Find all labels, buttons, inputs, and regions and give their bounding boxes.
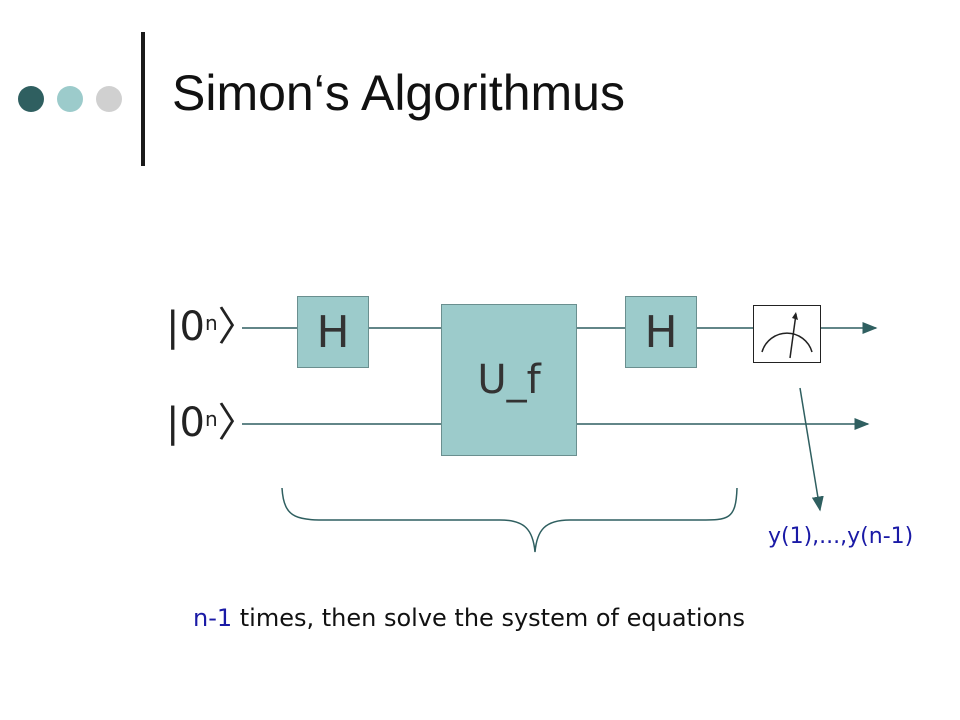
instruction-text: times, then solve the system of equation… — [232, 604, 745, 632]
decor-dot-gray — [96, 86, 122, 112]
repeat-count: n-1 — [193, 604, 233, 632]
hadamard-gate-2-label: H — [644, 306, 678, 358]
hadamard-gate-1-label: H — [316, 306, 350, 358]
slide-title: Simon‘s Algorithmus — [172, 65, 625, 121]
decor-dot-teal — [57, 86, 83, 112]
measurement-result-label: y(1),...,y(n-1) — [768, 524, 914, 549]
hadamard-gate-2: H — [625, 296, 697, 368]
oracle-gate-uf: U_f — [441, 304, 577, 456]
title-divider — [141, 32, 145, 166]
hadamard-gate-1: H — [297, 296, 369, 368]
input-ket-top: |0n〉 — [166, 304, 258, 350]
footer-instruction: n-1 times, then solve the system of equa… — [193, 604, 745, 632]
input-ket-bottom: |0n〉 — [166, 400, 258, 446]
meter-dial-icon — [761, 312, 813, 359]
oracle-gate-label: U_f — [477, 357, 541, 403]
measurement-meter — [753, 305, 821, 363]
measurement-readout-arrow — [799, 387, 824, 512]
repeat-brace — [281, 487, 738, 553]
decor-dot-dark — [18, 86, 44, 112]
